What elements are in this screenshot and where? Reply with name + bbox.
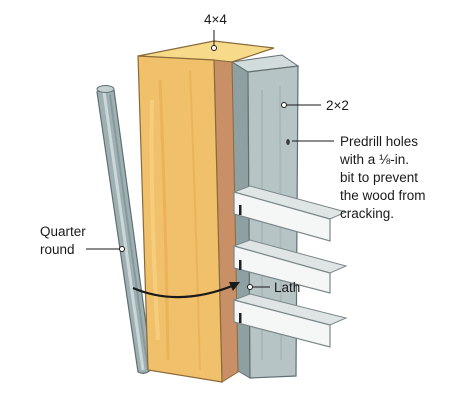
stud-label: 2×2 [326,98,349,113]
callout-lath: Lath [247,280,300,295]
callout-stud: 2×2 [281,98,349,113]
predrill-note-line: bit to prevent [340,170,418,185]
callout-quarter-round: Quarter round [40,224,125,257]
predrill-note-line: cracking. [340,206,394,221]
quarter-round-label-line: round [40,242,75,257]
callout-post: 4×4 [204,12,227,51]
predrill-note: Predrill holes with a ⅛-in. bit to preve… [339,134,429,221]
predrill-note-line: the wood from [340,188,426,203]
lath-label: Lath [274,280,300,295]
predrill-note-line: with a ⅛-in. [339,152,409,167]
lath-strip-middle [232,239,348,294]
lath-strip-bottom [232,293,348,348]
quarter-round-label: Quarter round [40,224,90,257]
four-by-four-post [137,40,275,383]
quarter-round-molding [96,85,153,374]
lath-strip-top [232,185,348,242]
lath-strips [232,185,348,348]
predrill-note-line: Predrill holes [340,134,418,149]
post-label: 4×4 [204,12,227,27]
quarter-round-label-line: Quarter [40,224,86,239]
callout-predrill: Predrill holes with a ⅛-in. bit to preve… [292,134,429,221]
attachment-arrow [132,282,240,299]
